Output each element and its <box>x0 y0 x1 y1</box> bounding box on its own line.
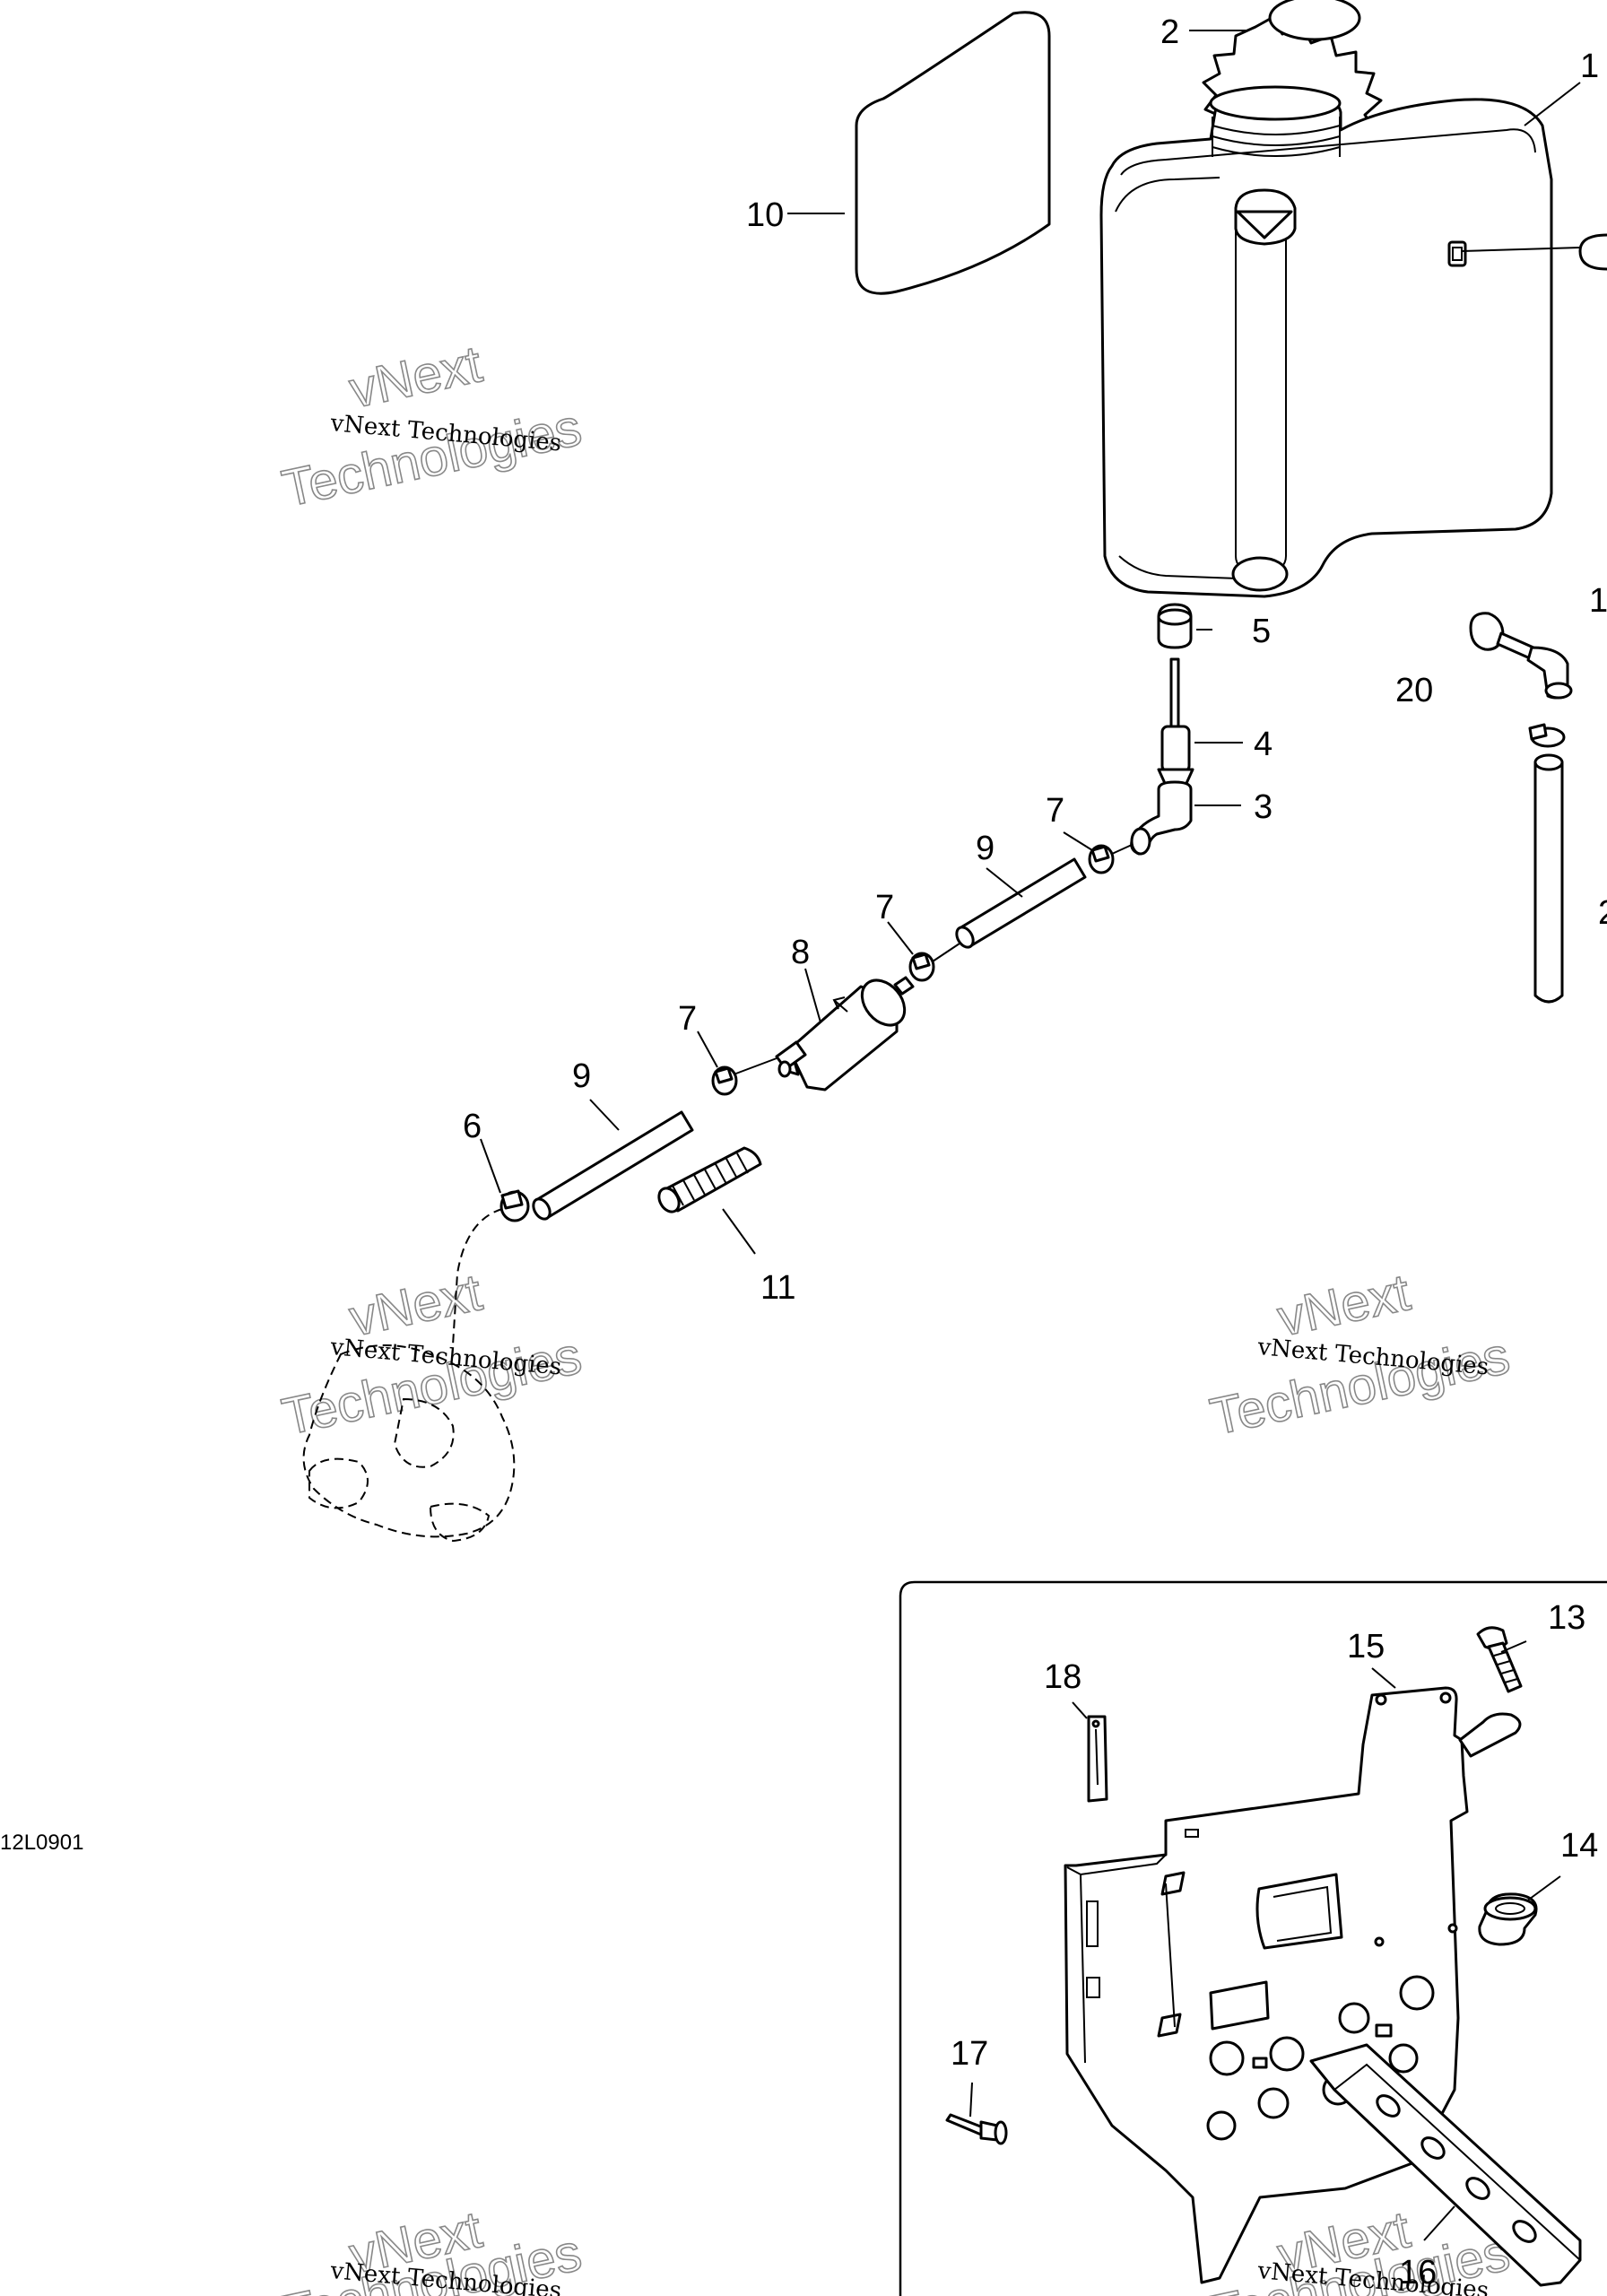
part-4-sleeve <box>1157 725 1194 791</box>
callout-1: 1 <box>1580 48 1599 85</box>
part-9-hose-upper <box>955 857 1087 949</box>
part-9-hose-lower <box>532 1110 694 1221</box>
callout-10: 10 <box>746 196 784 234</box>
callout-11: 11 <box>760 1269 795 1307</box>
callout-8: 8 <box>791 934 810 971</box>
part-7-clamp-lower <box>711 1065 738 1096</box>
part-3-elbow <box>1130 780 1193 856</box>
callout-3: 3 <box>1254 788 1273 826</box>
pickup-rod <box>1169 657 1180 728</box>
svg-text:vNext: vNext <box>344 335 487 419</box>
part-14-grommet <box>1478 1892 1538 1946</box>
part-16-strap <box>1309 2043 1582 2287</box>
part-13-screw <box>1476 1626 1523 1693</box>
callout-14: 14 <box>1560 1827 1598 1865</box>
callout-7-middle: 7 <box>875 889 894 926</box>
callout-16: 16 <box>1399 2254 1437 2292</box>
part-20-fitting <box>1469 612 1573 700</box>
watermark-bottom-left: vNext Technologies vNext Technologies <box>276 2200 586 2296</box>
part-6-clamp <box>499 1189 530 1222</box>
callout-5: 5 <box>1252 613 1271 650</box>
line-clamp-to-elbow <box>1111 844 1133 855</box>
svg-text:vNext: vNext <box>1273 1263 1415 1347</box>
callout-2: 2 <box>1160 13 1179 51</box>
part-8-filter <box>775 976 915 1091</box>
line-clamp-to-hose <box>932 943 960 962</box>
part-18-tag <box>1087 1715 1108 1803</box>
part-7-clamp-middle <box>908 952 935 982</box>
pump-ghost <box>302 1344 516 1543</box>
callout-15: 15 <box>1347 1628 1385 1665</box>
callout-7-upper: 7 <box>1046 792 1064 830</box>
callout-21-partial: 2 <box>1598 894 1607 932</box>
part-17-rivet <box>945 2113 1008 2145</box>
part-20-hose <box>1533 753 1564 1004</box>
callout-9-upper: 9 <box>976 830 995 867</box>
watermark-mid-right: vNext Technologies vNext Technologies <box>1204 1263 1515 1448</box>
callout-19-partial: 1 <box>1589 582 1607 620</box>
callout-20: 20 <box>1395 672 1433 709</box>
part-5-grommet <box>1157 603 1193 649</box>
part-19-washer-partial <box>1578 233 1607 271</box>
part-20-clamp <box>1528 723 1566 748</box>
watermark-top-left: vNext Technologies vNext Technologies <box>276 335 586 519</box>
callout-6: 6 <box>463 1108 482 1145</box>
part-15-bracket <box>1064 1686 1522 2284</box>
diagram-code: 12L0901 <box>0 1831 83 1855</box>
callout-7-lower: 7 <box>678 1000 697 1038</box>
svg-text:Technologies: Technologies <box>277 398 586 518</box>
callout-18: 18 <box>1044 1658 1081 1696</box>
leader-lines <box>480 30 1581 2241</box>
line-filter-to-clamp <box>733 1057 777 1075</box>
callout-9-lower: 9 <box>572 1057 591 1095</box>
hose-route-dashed <box>452 1208 503 1346</box>
callout-17: 17 <box>951 2035 988 2073</box>
callout-labels: 1 2 10 5 4 3 7 9 7 8 7 9 6 11 20 1 2 15 … <box>463 13 1607 2292</box>
callout-4: 4 <box>1254 726 1273 763</box>
part-11-spring <box>657 1146 762 1213</box>
callout-13: 13 <box>1548 1599 1585 1637</box>
part-1-tank <box>1099 85 1553 598</box>
part-10-decal <box>855 11 1051 295</box>
part-7-clamp-upper <box>1088 844 1115 874</box>
svg-text:vNext: vNext <box>344 1263 487 1347</box>
